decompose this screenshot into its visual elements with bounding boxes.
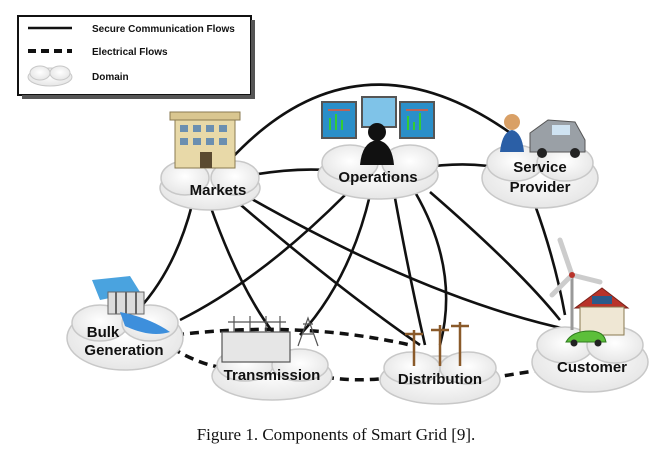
node-bulk-generation-line2: Generation xyxy=(84,342,163,359)
legend-domain-label: Domain xyxy=(92,72,129,83)
node-operations: Operations xyxy=(338,169,417,186)
link-operations-transmission xyxy=(299,194,372,336)
link-operations-customer-2 xyxy=(413,191,448,346)
node-transmission: Transmission xyxy=(224,367,321,384)
legend: Secure Communication Flows Electrical Fl… xyxy=(17,15,255,99)
cloud-distribution xyxy=(379,351,501,405)
node-customer: Customer xyxy=(557,359,627,376)
electric-bulk-distribution xyxy=(174,327,411,347)
legend-secure-label: Secure Communication Flows xyxy=(92,24,235,35)
link-markets-distribution xyxy=(234,199,421,347)
node-service-provider-line2: Provider xyxy=(510,179,571,196)
legend-domain-cloud xyxy=(27,65,73,87)
link-markets-service-arc xyxy=(229,83,521,161)
monitors-operator-icon xyxy=(321,96,435,165)
node-markets: Markets xyxy=(190,182,247,199)
link-markets-bulk xyxy=(137,204,194,311)
substation-icon xyxy=(221,316,319,363)
node-distribution: Distribution xyxy=(398,371,482,388)
electric-transmission-distribution xyxy=(324,375,389,382)
node-service-provider-line1: Service xyxy=(513,159,566,176)
node-bulk-generation-line1: Bulk xyxy=(87,324,120,341)
communication-lines xyxy=(137,83,571,347)
link-operations-customer xyxy=(429,191,562,321)
power-pole-icon xyxy=(405,322,469,366)
service-provider-icon xyxy=(500,114,586,158)
link-operations-distribution xyxy=(393,197,427,346)
hydro-plant-icon xyxy=(92,276,170,334)
legend-electrical-label: Electrical Flows xyxy=(92,47,168,58)
house-windmill-icon xyxy=(549,237,630,347)
link-markets-transmission xyxy=(208,204,277,336)
building-icon xyxy=(169,111,241,169)
figure-caption: Figure 1. Components of Smart Grid [9]. xyxy=(196,425,476,444)
link-operations-bulk xyxy=(179,194,346,322)
link-markets-customer xyxy=(249,196,571,332)
link-service-customer xyxy=(533,204,567,316)
